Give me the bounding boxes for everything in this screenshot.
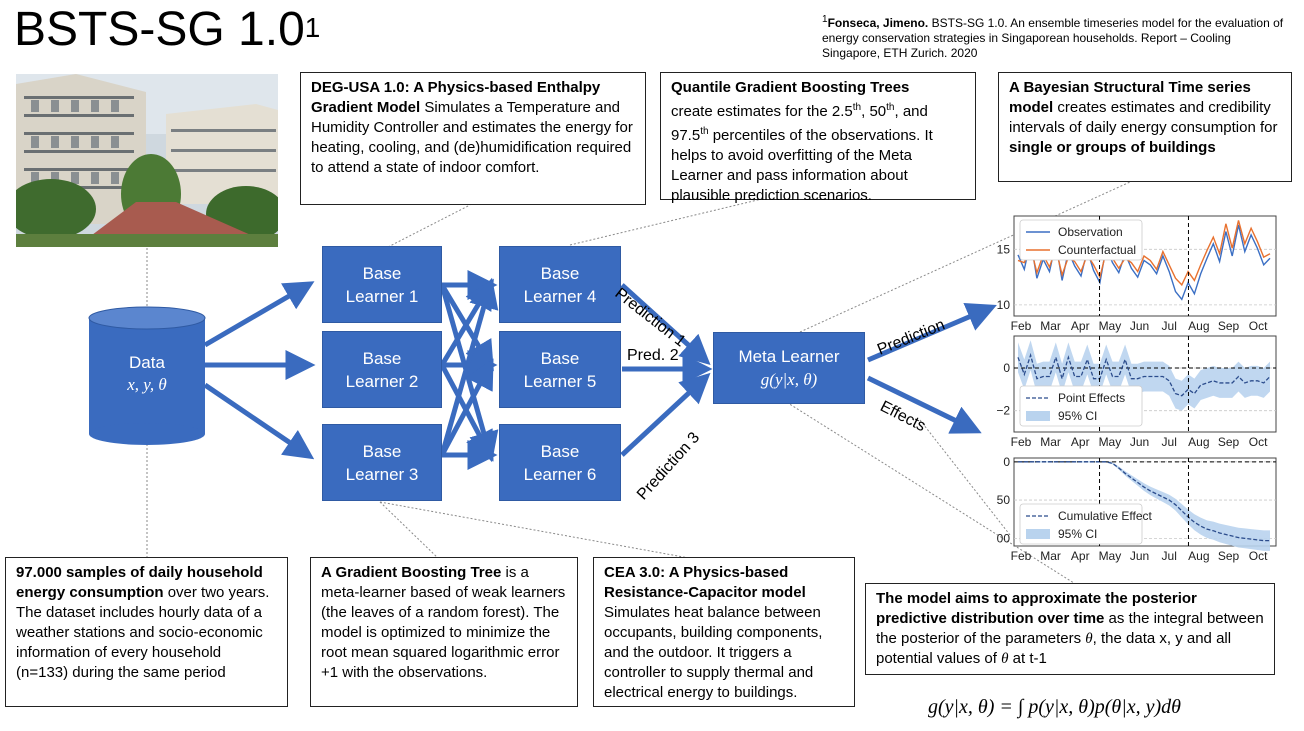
series-line-counterfactual xyxy=(1017,220,1271,287)
page-title: BSTS-SG 1.01 xyxy=(14,3,321,56)
data-node-label: Data x, y, θ xyxy=(127,353,167,394)
x-tick-label: Aug xyxy=(1188,549,1209,563)
y-tick-label: 0 xyxy=(1003,455,1010,469)
data-cylinder xyxy=(88,306,206,445)
x-tick-label: Jul xyxy=(1162,319,1177,333)
series-line-effects xyxy=(1018,461,1270,542)
x-tick-label: Aug xyxy=(1188,319,1209,333)
posterior-formula: g(y|x, θ) = ∫ p(y|x, θ)p(θ|x, y)dθ xyxy=(928,696,1181,718)
x-tick-label: Oct xyxy=(1249,435,1268,449)
ci-band xyxy=(1018,340,1270,411)
x-tick-label: Sep xyxy=(1218,435,1240,449)
x-tick-label: Oct xyxy=(1249,549,1268,563)
samples-box: 97.000 samples of daily household energy… xyxy=(5,557,288,707)
x-tick-label: Apr xyxy=(1071,435,1090,449)
x-tick-label: Sep xyxy=(1218,549,1240,563)
x-tick-label: Jun xyxy=(1130,549,1149,563)
legend-label: Observation xyxy=(1058,225,1123,239)
x-tick-label: Jul xyxy=(1162,435,1177,449)
posterior-box: The model aims to approximate the poster… xyxy=(865,583,1275,675)
legend-swatch xyxy=(1026,411,1050,421)
x-tick-label: May xyxy=(1099,435,1122,449)
x-tick-label: Aug xyxy=(1188,435,1209,449)
legend-box xyxy=(1019,219,1143,261)
edge-label-pred-2: Pred. 2 xyxy=(627,347,679,364)
x-tick-label: Apr xyxy=(1071,319,1090,333)
legend-label: Point Effects xyxy=(1058,391,1125,405)
legend-label: Counterfactual xyxy=(1058,243,1136,257)
x-tick-label: Feb xyxy=(1011,435,1032,449)
legend-swatch xyxy=(1026,529,1050,539)
x-tick-label: Jul xyxy=(1162,549,1177,563)
x-tick-label: May xyxy=(1099,319,1122,333)
x-tick-label: Oct xyxy=(1249,319,1268,333)
bsts-box: A Bayesian Structural Time series model … xyxy=(998,72,1292,182)
x-tick-label: Sep xyxy=(1218,319,1240,333)
x-tick-label: Apr xyxy=(1071,549,1090,563)
legend-label: 95% CI xyxy=(1058,409,1097,423)
building-photo xyxy=(16,74,278,247)
ci-band xyxy=(1018,461,1270,551)
y-tick-label: 00 xyxy=(997,531,1011,545)
y-tick-label: −2 xyxy=(996,404,1010,418)
x-tick-label: Feb xyxy=(1011,319,1032,333)
gbt-box: A Gradient Boosting Tree is a meta-learn… xyxy=(310,557,578,707)
y-tick-label: 50 xyxy=(997,493,1011,507)
y-tick-label: 15 xyxy=(997,242,1011,256)
x-tick-label: May xyxy=(1099,549,1122,563)
reference-note: 1Fonseca, Jimeno. BSTS-SG 1.0. An ensemb… xyxy=(822,14,1284,60)
y-tick-label: 0 xyxy=(1003,361,1010,375)
x-tick-label: Mar xyxy=(1040,549,1061,563)
legend-box xyxy=(1019,385,1143,427)
x-tick-label: Mar xyxy=(1040,435,1061,449)
x-tick-label: Jun xyxy=(1130,319,1149,333)
legend-label: 95% CI xyxy=(1058,527,1097,541)
x-tick-label: Feb xyxy=(1011,549,1032,563)
legend-box xyxy=(1019,503,1143,545)
x-tick-label: Jun xyxy=(1130,435,1149,449)
cea-box: CEA 3.0: A Physics-based Resistance-Capa… xyxy=(593,557,855,707)
legend-label: Cumulative Effect xyxy=(1058,509,1152,523)
x-tick-label: Mar xyxy=(1040,319,1061,333)
series-line-effects xyxy=(1017,352,1271,397)
y-tick-label: 10 xyxy=(997,298,1011,312)
deg-usa-box: DEG-USA 1.0: A Physics-based Enthalpy Gr… xyxy=(300,72,646,205)
